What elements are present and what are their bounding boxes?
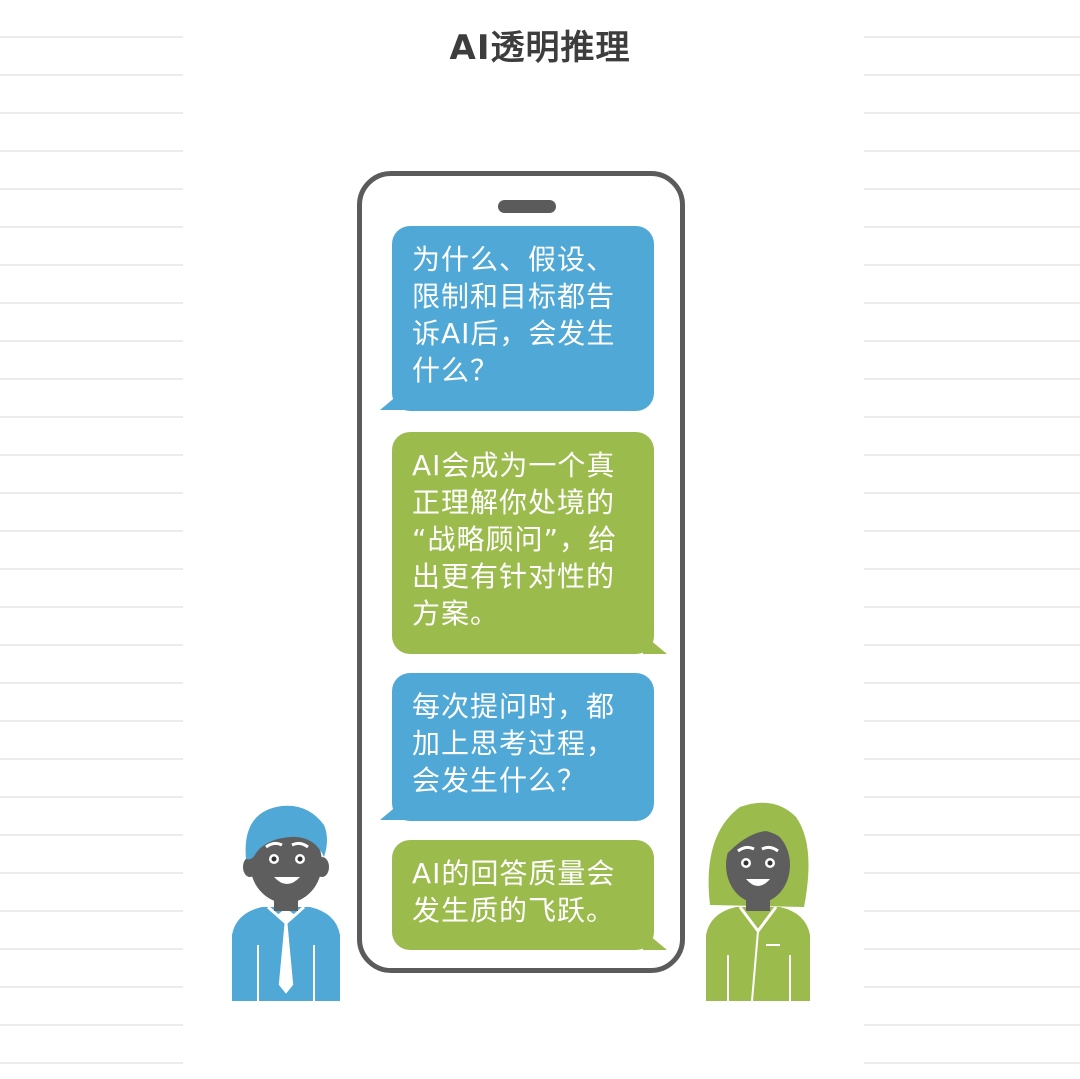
chat-bubble-text: 每次提问时，都 加上思考过程， 会发生什么？: [412, 690, 616, 797]
chat-bubble-text: AI会成为一个真 正理解你处境的 “战略顾问”，给 出更有针对性的 方案。: [412, 449, 618, 630]
chat-bubble-answer-1: AI会成为一个真 正理解你处境的 “战略顾问”，给 出更有针对性的 方案。: [392, 432, 654, 654]
phone-speaker: [498, 200, 556, 213]
bubble-tail-right: [643, 930, 667, 950]
bubble-tail-left: [380, 800, 404, 820]
bubble-tail-right: [643, 634, 667, 654]
chat-bubble-question-1: 为什么、假设、 限制和目标都告 诉AI后，会发生 什么？: [392, 226, 654, 411]
chat-bubble-text: AI的回答质量会 发生质的飞跃。: [412, 857, 616, 927]
background-lines-right: [864, 0, 1080, 1079]
page-title: AI透明推理: [449, 28, 631, 68]
man-avatar-icon: [232, 805, 340, 1001]
woman-avatar-icon: [706, 802, 810, 1001]
background-lines-left: [0, 0, 183, 1079]
chat-bubble-question-2: 每次提问时，都 加上思考过程， 会发生什么？: [392, 673, 654, 821]
chat-bubble-text: 为什么、假设、 限制和目标都告 诉AI后，会发生 什么？: [412, 243, 616, 387]
chat-bubble-answer-2: AI的回答质量会 发生质的飞跃。: [392, 840, 654, 950]
bubble-tail-left: [380, 390, 404, 410]
